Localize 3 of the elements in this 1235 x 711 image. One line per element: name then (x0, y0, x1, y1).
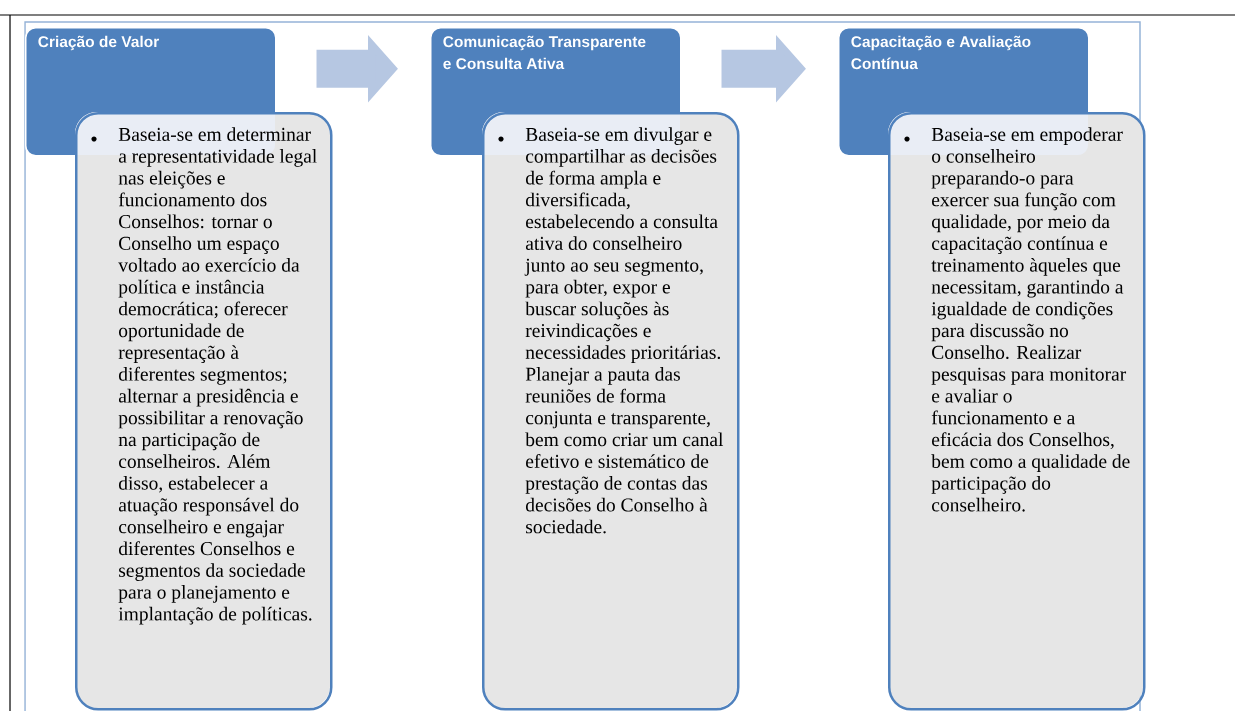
text-box: Baseia-se em determinar a representatividade legal nas eleições e funcionamento dos Conselhos: tornar o Conselho um espaço voltado ao exercício da política e instância democrática; oferecer oportunidade de representação à diferentes segmentos; alternar a presidência e possibilitar a renovação na participação de conselheiros. Além disso, estabelecer a atuação responsável do conselheiro e engajar diferentes Conselhos e segmentos da sociedade para o planejamento e implantação de políticas. (75, 112, 333, 711)
text-box: Baseia-se em empoderar o conselheiro preparando-o para exercer sua função com qualidade, por meio da capacitação contínua e treinamento àqueles que necessitam, garantindo a igualdade de condições para discussão no Conselho. Realizar pesquisas para monitorar e avaliar o funcionamento e a eficácia dos Conselhos, bem como a qualidade de participação do conselheiro. (888, 112, 1146, 711)
text-box: Baseia-se em divulgar e compartilhar as decisões de forma ampla e diversificada, estabelecendo a consulta ativa do conselheiro junto ao seu segmento, para obter, expor e buscar soluções às reivindicações e necessidades prioritárias. Planejar a pauta das reuniões de forma conjunta e transparente, bem como criar um canal efetivo e sistemático de prestação de contas das decisões do Conselho à sociedade. (482, 112, 740, 711)
